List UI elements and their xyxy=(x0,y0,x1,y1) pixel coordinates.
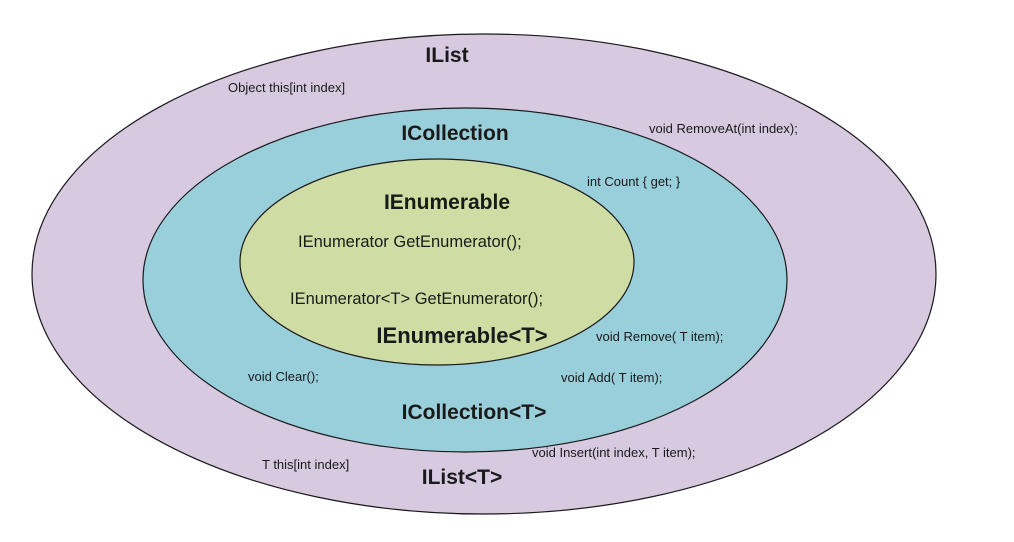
ienumerable-ellipse xyxy=(239,158,635,366)
icollection-count-member: int Count { get; } xyxy=(587,174,681,189)
ienumerable-generic-getenumerator-member: IEnumerator<T> GetEnumerator(); xyxy=(290,290,543,308)
icollection-clear-member: void Clear(); xyxy=(248,369,319,384)
ilist-title: IList xyxy=(425,44,468,67)
icollection-remove-member: void Remove( T item); xyxy=(596,329,723,344)
ienumerable-generic-title: IEnumerable<T> xyxy=(376,323,547,348)
ilist-generic-indexer-member: T this[int index] xyxy=(262,457,349,472)
ienumerable-title: IEnumerable xyxy=(384,191,510,214)
icollection-add-member: void Add( T item); xyxy=(561,370,662,385)
ilist-indexer-member: Object this[int index] xyxy=(228,80,345,95)
ilist-insert-member: void Insert(int index, T item); xyxy=(532,445,696,460)
icollection-title: ICollection xyxy=(401,122,508,145)
ienumerable-getenumerator-member: IEnumerator GetEnumerator(); xyxy=(298,233,522,251)
ilist-removeat-member: void RemoveAt(int index); xyxy=(649,121,798,136)
ilist-generic-title: IList<T> xyxy=(422,466,503,489)
icollection-generic-title: ICollection<T> xyxy=(402,401,547,424)
